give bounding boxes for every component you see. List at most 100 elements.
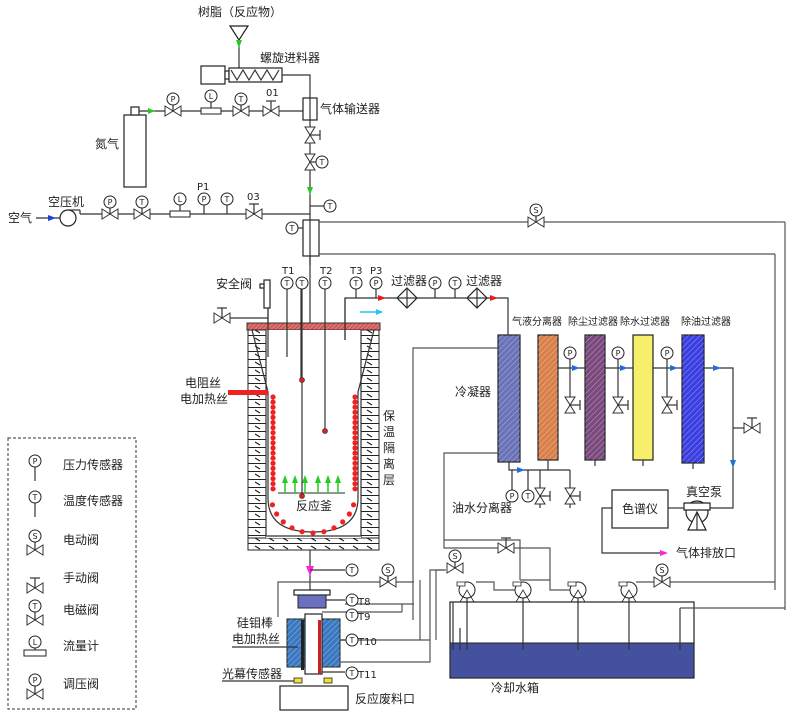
insulation-bottom	[247, 537, 380, 551]
magenta-arrow-icon	[660, 550, 668, 556]
heater-label-2: 电加热丝	[180, 392, 228, 406]
coil-dot	[352, 445, 358, 451]
gas-distributor-arrows	[282, 475, 341, 493]
pressure-regulator-icon	[101, 208, 119, 220]
pressure-sensor-icon	[28, 454, 42, 468]
coil-dot	[270, 394, 276, 400]
cooling-tank-label: 冷却水箱	[491, 680, 539, 695]
chromatograph-label: 色谱仪	[622, 502, 658, 516]
oil-filter-label: 除油过滤器	[681, 315, 731, 328]
blue-arrow-icon	[730, 460, 736, 468]
cyan-arrow-icon	[376, 309, 383, 315]
svg-text:L: L	[209, 92, 214, 101]
manual-valve-icon	[534, 487, 551, 505]
heater-label-1: 电阻丝	[185, 376, 221, 390]
vacuum-pump-label: 真空泵	[686, 485, 722, 499]
manual-valve-icon	[262, 100, 280, 117]
pressure-regulator-icon-head: P	[166, 92, 180, 106]
svg-text:L: L	[33, 638, 38, 647]
flow-meter-icon	[23, 649, 47, 657]
coil-dot	[270, 414, 276, 420]
t3-label: T3	[349, 266, 362, 277]
condenser: 冷凝器	[455, 334, 521, 463]
insulation-label-1: 保	[383, 409, 395, 423]
temperature-sensor-t3: T	[349, 276, 363, 298]
coil-dot	[270, 476, 276, 482]
coil-dot	[274, 511, 280, 517]
up-arrow-head	[282, 475, 288, 483]
coil-dot	[352, 481, 358, 487]
solenoid-head: T	[315, 155, 329, 169]
nitrogen-line: 氮气	[95, 106, 303, 188]
t9-label: T9	[357, 612, 370, 623]
coil-dot	[270, 419, 276, 426]
safety-valve: 安全阀	[216, 276, 271, 323]
pressure-sensor-icon: P	[563, 346, 577, 368]
coil-dot	[352, 435, 358, 441]
insulation-label-5: 层	[383, 473, 395, 487]
sic-heater-assembly: 硅钼棒 电加热丝 光幕传感器	[222, 589, 345, 684]
safety-valve-label: 安全阀	[216, 276, 252, 291]
svg-text:P: P	[433, 279, 438, 288]
electric-valve-icon	[527, 216, 545, 228]
legend-label: 调压阀	[63, 677, 99, 691]
filter-1-label: 过滤器	[391, 274, 427, 288]
insulation-label-2: 温	[383, 425, 395, 439]
green-arrow-icon	[307, 187, 313, 195]
electric-valve-icon	[379, 576, 397, 588]
electric-valve-head: S	[529, 203, 543, 217]
oil-filter	[681, 334, 705, 464]
light-curtain-label: 光幕传感器	[222, 666, 282, 681]
coil-dot	[270, 435, 276, 441]
coil-dot	[352, 404, 358, 410]
t8-label: T8	[357, 597, 370, 608]
pressure-sensor-icon: P	[428, 276, 442, 298]
solenoid-valve-icon	[304, 153, 316, 171]
coil-dot	[340, 519, 346, 525]
green-arrow-icon	[148, 108, 155, 114]
heating-coil	[269, 394, 358, 536]
svg-text:S: S	[533, 206, 538, 215]
solenoid-valve-icon-head: T	[135, 195, 149, 209]
svg-text:T: T	[238, 95, 244, 104]
coil-dot	[352, 419, 358, 426]
legend-label: 压力传感器	[63, 457, 123, 472]
up-arrow-head	[325, 475, 331, 483]
pressure-sensor-icon: P	[197, 192, 211, 214]
pressure-regulator-icon	[26, 688, 36, 700]
nitrogen-label: 氮气	[95, 136, 119, 151]
flow-meter-icon-head: L	[204, 89, 218, 103]
sic-heater-label: 电加热丝	[232, 632, 280, 646]
svg-text:S: S	[32, 532, 37, 541]
svg-text:T: T	[327, 202, 333, 211]
blue-arrow-icon	[572, 365, 580, 371]
coil-dot	[352, 409, 358, 415]
legend-label: 电磁阀	[63, 602, 99, 617]
pressure-sensor-icon: P	[505, 489, 519, 503]
svg-text:01: 01	[266, 88, 279, 99]
temperature-sensor-icon: T	[521, 489, 535, 503]
electric-valve-head: S	[381, 563, 395, 577]
svg-text:S: S	[659, 566, 664, 575]
blue-arrow-icon	[48, 215, 56, 221]
coil-dot	[270, 430, 276, 436]
coil-dot	[270, 445, 276, 451]
preheater	[298, 205, 776, 590]
reactor-assembly: 反应釜 保 温 隔 离 层 电阻丝 电加热丝	[180, 283, 395, 551]
coil-dot	[270, 399, 276, 405]
sic-rod-label: 硅钼棒	[237, 616, 273, 630]
coil-dot	[352, 476, 358, 482]
cooling-tank: 冷却水箱	[449, 590, 785, 695]
chromatograph: 色谱仪 气体排放口	[601, 489, 736, 560]
pressure-sensor-icon: P	[611, 346, 625, 368]
svg-text:L: L	[178, 195, 183, 204]
manual-valve-icon	[245, 203, 263, 220]
svg-text:T: T	[322, 279, 328, 288]
coil-dot	[352, 399, 358, 405]
heater-wire	[228, 390, 268, 395]
waste-outlet-label: 反应废料口	[355, 691, 415, 706]
up-arrow-head	[315, 475, 321, 483]
coil-dot	[352, 465, 358, 471]
up-arrow-head	[292, 475, 298, 483]
